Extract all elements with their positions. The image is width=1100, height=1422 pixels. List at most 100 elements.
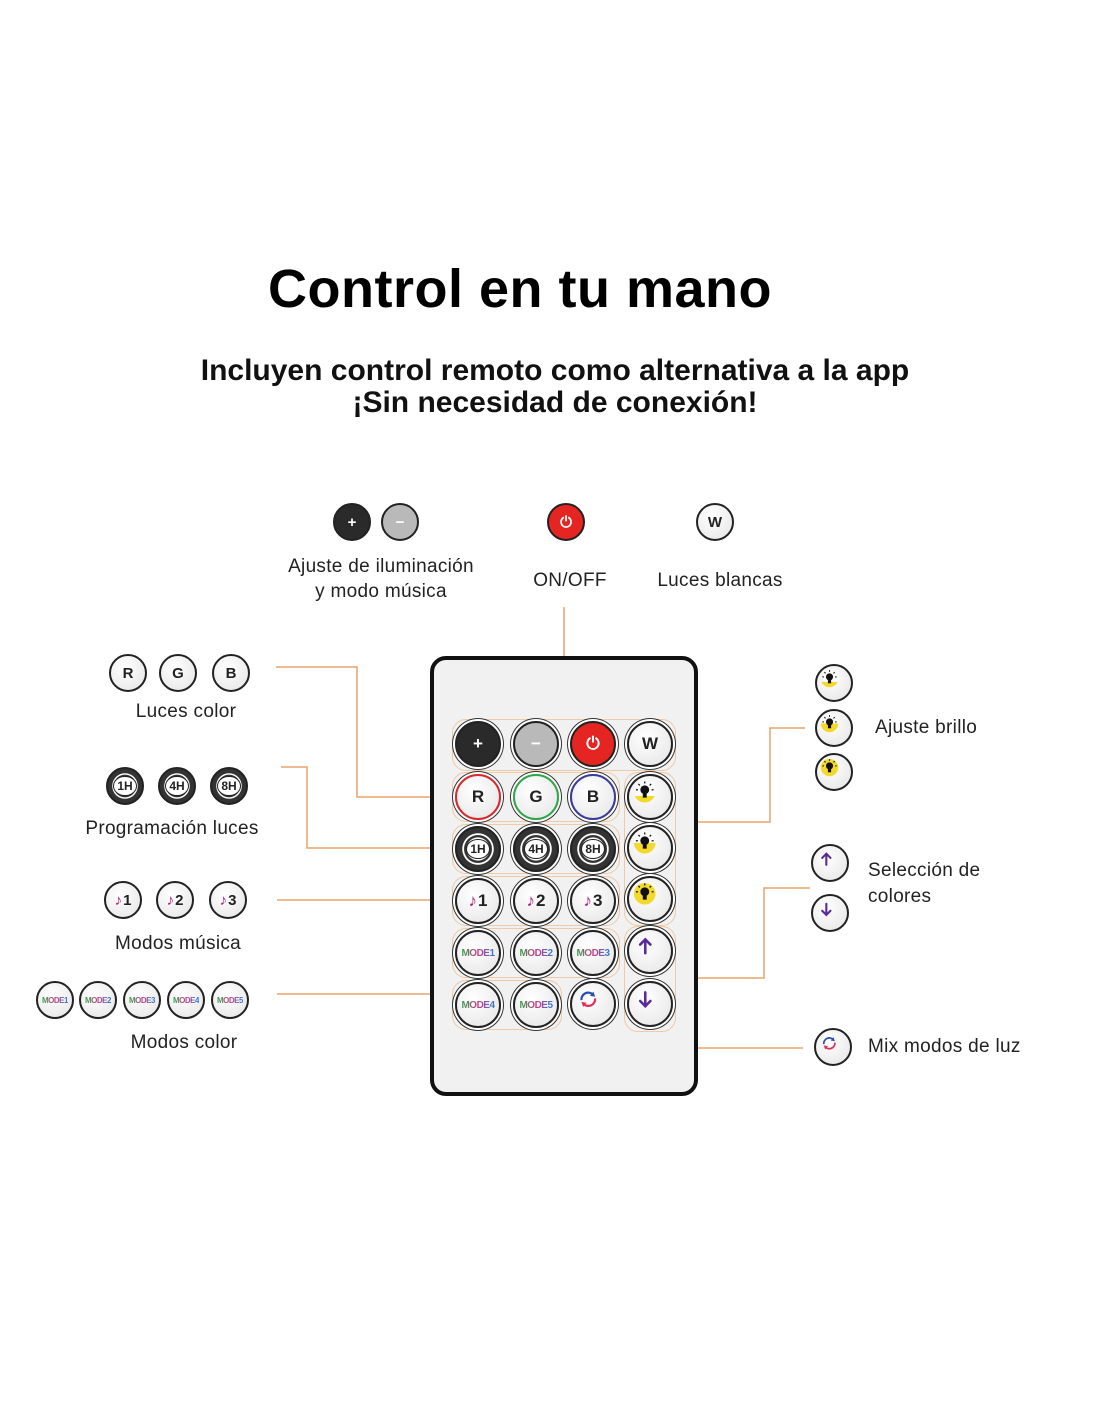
plus-icon: + bbox=[347, 513, 357, 531]
legend-icon-mode5: MODE5 bbox=[211, 981, 249, 1019]
legend-icon-bulb-high bbox=[815, 753, 853, 791]
remote-button-power[interactable]: ⏻ bbox=[570, 721, 616, 767]
remote-button-mode1[interactable]: MODE1 bbox=[455, 930, 501, 976]
remote-button-plus[interactable]: + bbox=[455, 721, 501, 767]
legend-icon-down bbox=[811, 894, 849, 932]
group-music bbox=[452, 876, 620, 926]
remote-button-mode3[interactable]: MODE3 bbox=[570, 930, 616, 976]
button-label: MODE3 bbox=[129, 995, 155, 1005]
button-label: R bbox=[471, 787, 485, 806]
music-note-icon: ♪ bbox=[468, 891, 478, 910]
label-luces-color: Luces color bbox=[135, 701, 237, 722]
button-label: R bbox=[122, 664, 134, 682]
group-arrows bbox=[624, 926, 676, 1032]
group-modes-1 bbox=[452, 928, 620, 978]
power-icon: ⏻ bbox=[586, 734, 600, 753]
remote-button-m3[interactable]: ♪3 bbox=[570, 878, 616, 924]
remote-button-mode4[interactable]: MODE4 bbox=[455, 982, 501, 1028]
button-label: 3 bbox=[593, 891, 603, 910]
remote-button-t1[interactable]: 1H bbox=[455, 826, 501, 872]
connector-ajuste-brillo bbox=[675, 727, 805, 823]
remote-button-up[interactable] bbox=[627, 928, 673, 974]
arrow-up-icon bbox=[818, 851, 842, 875]
button-label: 8H bbox=[581, 839, 605, 859]
remote-button-bulb-mid[interactable] bbox=[627, 825, 673, 871]
button-label: 3 bbox=[228, 891, 237, 909]
bulb-icon bbox=[820, 758, 847, 785]
label-luces-blancas: Luces blancas bbox=[657, 570, 783, 591]
legend-icon-b: B bbox=[212, 654, 250, 692]
remote-button-t8[interactable]: 8H bbox=[570, 826, 616, 872]
legend-icon-t4: 4H bbox=[158, 767, 196, 805]
legend-icon-power: ⏻ bbox=[547, 503, 585, 541]
label-programacion: Programación luces bbox=[85, 818, 259, 839]
button-label: 2 bbox=[536, 891, 546, 910]
label-modos-color: Modos color bbox=[130, 1032, 238, 1053]
legend-icon-mode4: MODE4 bbox=[167, 981, 205, 1019]
button-label: MODE2 bbox=[519, 947, 553, 959]
button-label: 4H bbox=[165, 776, 189, 796]
button-label: B bbox=[586, 787, 600, 806]
legend-icon-mode1: MODE1 bbox=[36, 981, 74, 1019]
button-label: W bbox=[707, 513, 723, 531]
mix-cycle-icon bbox=[578, 989, 607, 1018]
remote-button-bulb-low[interactable] bbox=[627, 774, 673, 820]
group-top-row bbox=[452, 719, 676, 771]
remote-button-m1[interactable]: ♪1 bbox=[455, 878, 501, 924]
legend-icon-mode2: MODE2 bbox=[79, 981, 117, 1019]
remote-button-m2[interactable]: ♪2 bbox=[513, 878, 559, 924]
subtitle-line-1: Incluyen control remoto como alternativa… bbox=[200, 354, 910, 387]
remote-button-mode2[interactable]: MODE2 bbox=[513, 930, 559, 976]
arrow-down-icon bbox=[818, 901, 842, 925]
plus-icon: + bbox=[473, 734, 483, 753]
remote-button-bulb-high[interactable] bbox=[627, 876, 673, 922]
button-label: 1H bbox=[466, 839, 490, 859]
remote-button-r[interactable]: R bbox=[455, 774, 501, 820]
legend-icon-m1: ♪1 bbox=[104, 881, 142, 919]
legend-icon-white: W bbox=[696, 503, 734, 541]
legend-icon-mix bbox=[814, 1028, 852, 1066]
group-rgb bbox=[452, 772, 620, 822]
arrow-down-icon bbox=[635, 989, 664, 1018]
button-label: MODE3 bbox=[576, 947, 610, 959]
remote-button-b[interactable]: B bbox=[570, 774, 616, 820]
label-seleccion-1: Selección de bbox=[868, 860, 981, 881]
legend-icon-r: R bbox=[109, 654, 147, 692]
label-ajuste-iluminacion-1: Ajuste de iluminación bbox=[288, 556, 474, 577]
connector-programacion bbox=[281, 766, 455, 849]
page-title: Control en tu mano bbox=[268, 259, 772, 319]
legend-icon-minus: − bbox=[381, 503, 419, 541]
connector-luces-color bbox=[276, 666, 455, 798]
button-label: G bbox=[172, 664, 184, 682]
legend-icon-up bbox=[811, 844, 849, 882]
button-label: MODE4 bbox=[461, 999, 495, 1011]
minus-icon: − bbox=[395, 513, 405, 531]
legend-icon-t1: 1H bbox=[106, 767, 144, 805]
arrow-up-icon bbox=[635, 936, 664, 965]
legend-icon-bulb-mid bbox=[815, 709, 853, 747]
remote-button-white[interactable]: W bbox=[627, 721, 673, 767]
remote-button-g[interactable]: G bbox=[513, 774, 559, 820]
remote-button-mode5[interactable]: MODE5 bbox=[513, 982, 559, 1028]
button-label: 1 bbox=[123, 891, 132, 909]
remote-button-minus[interactable]: − bbox=[513, 721, 559, 767]
label-on-off: ON/OFF bbox=[533, 570, 607, 591]
remote-button-mix[interactable] bbox=[570, 981, 616, 1027]
group-brightness bbox=[624, 772, 676, 926]
music-note-icon: ♪ bbox=[114, 891, 123, 909]
group-modes-2 bbox=[452, 980, 562, 1030]
subtitle-line-2: ¡Sin necesidad de conexión! bbox=[352, 386, 758, 419]
music-note-icon: ♪ bbox=[583, 891, 593, 910]
button-label: G bbox=[529, 787, 543, 806]
group-timer bbox=[452, 824, 620, 874]
remote-button-down[interactable] bbox=[627, 981, 673, 1027]
label-seleccion-2: colores bbox=[868, 886, 932, 907]
bulb-icon bbox=[633, 882, 667, 916]
button-label: B bbox=[225, 664, 237, 682]
remote-button-t4[interactable]: 4H bbox=[513, 826, 559, 872]
power-icon: ⏻ bbox=[560, 513, 572, 531]
mix-cycle-icon bbox=[821, 1035, 845, 1059]
legend-icon-plus: + bbox=[333, 503, 371, 541]
button-label: MODE4 bbox=[173, 995, 199, 1005]
music-note-icon: ♪ bbox=[219, 891, 228, 909]
